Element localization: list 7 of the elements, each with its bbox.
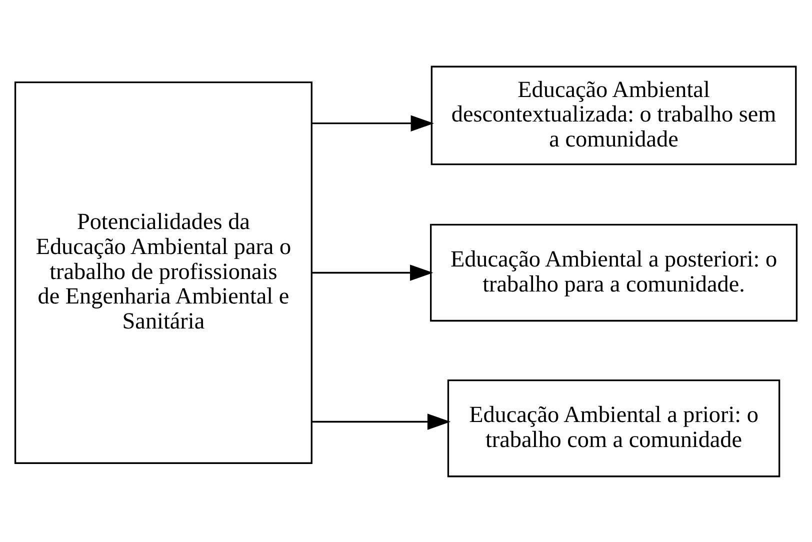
arrow: [312, 413, 451, 430]
arrow: [312, 264, 434, 280]
node-box: Educação Ambiental a priori: o trabalho com a comunidade: [447, 379, 780, 477]
node-box: Educação Ambiental a posteriori: o trabalho para a comunidade.: [430, 223, 798, 322]
node-box: Educação Ambiental descontextualizada: o trabalho sem a comunidade: [430, 65, 797, 165]
node-box: Potencialidades da Educação Ambiental para o trabalho de profissionais de Engenharia Ambiental e Sanitária: [14, 81, 312, 464]
arrow: [312, 114, 434, 131]
